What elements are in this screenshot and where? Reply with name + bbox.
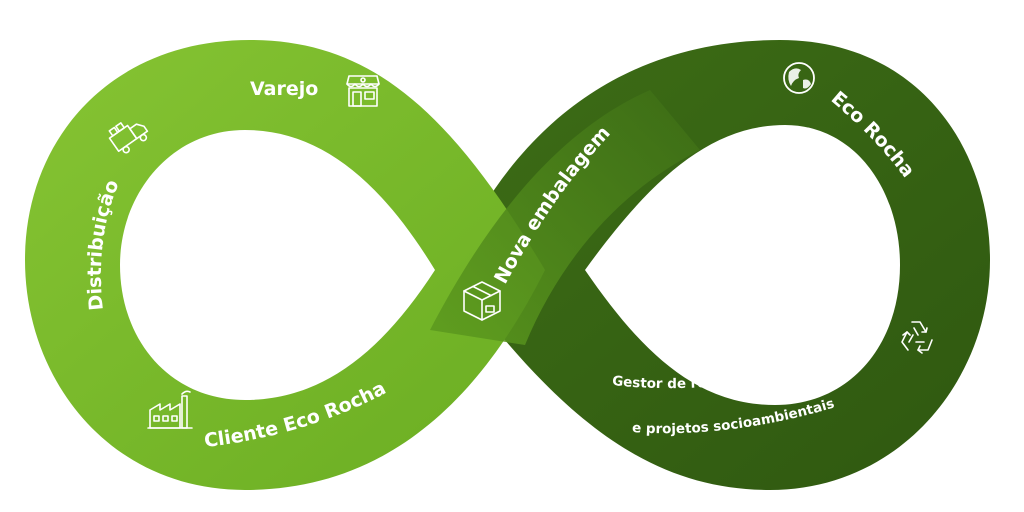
storefront-icon bbox=[346, 75, 380, 107]
package-box-icon bbox=[463, 281, 501, 321]
crossing-band bbox=[430, 90, 700, 345]
recycle-icon bbox=[901, 321, 933, 354]
left-loop bbox=[25, 40, 545, 490]
globe-leaf-icon bbox=[783, 62, 815, 94]
delivery-truck-icon bbox=[108, 122, 149, 154]
label-varejo: Varejo bbox=[250, 78, 318, 100]
factory-icon bbox=[147, 390, 193, 429]
